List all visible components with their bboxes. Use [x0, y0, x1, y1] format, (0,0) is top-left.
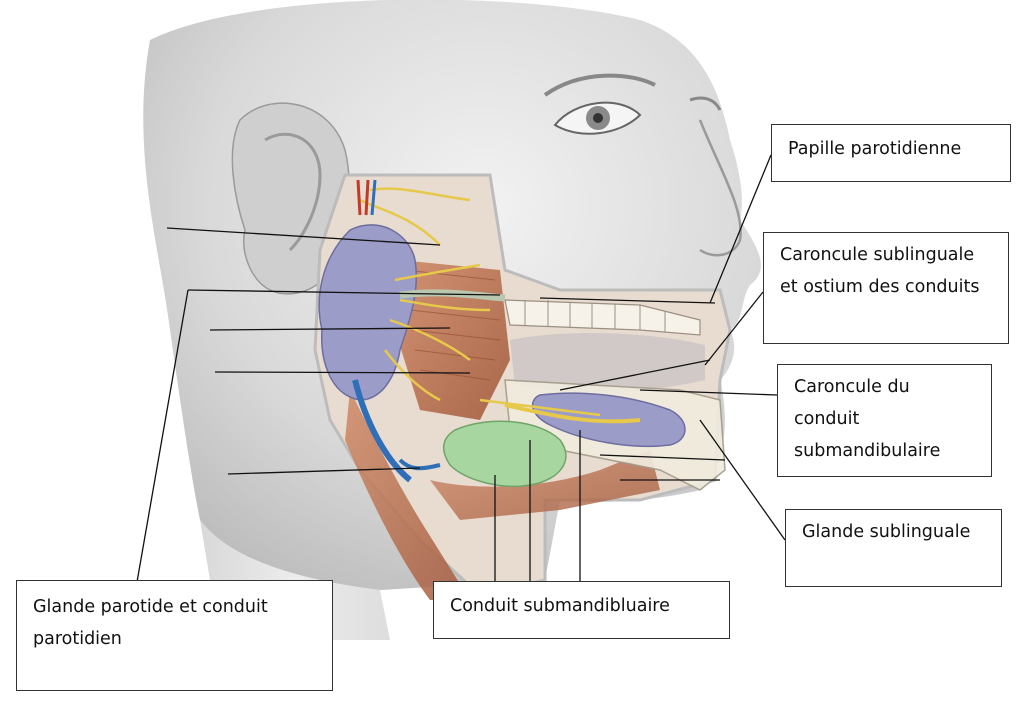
temporal-vessels — [356, 179, 370, 216]
label-papille-parotidienne: Papille parotidienne — [771, 124, 1011, 182]
temporal-vein — [370, 179, 377, 216]
label-glande-parotide: Glande parotide et conduit parotidien — [16, 580, 333, 691]
nose-illustration — [698, 119, 742, 257]
facial-nerve-branches — [359, 187, 601, 417]
jugular-vein — [352, 379, 412, 483]
submandibular-duct — [504, 403, 641, 424]
label-glande-parotide-text: Glande parotide et conduit parotidien — [33, 597, 268, 649]
eye-illustration — [543, 73, 722, 135]
label-conduit-submandibulaire-text: Conduit submandibluaire — [450, 596, 670, 616]
label-caroncule-conduit-text: Caroncule du conduit submandibulaire — [794, 377, 941, 461]
label-caroncule-sublinguale: Caroncule sublinguale et ostium des cond… — [763, 232, 1009, 344]
label-caroncule-conduit: Caroncule du conduit submandibulaire — [777, 364, 992, 477]
parotid-gland — [318, 224, 418, 401]
label-glande-sublinguale: Glande sublinguale — [785, 509, 1002, 587]
leader-lines — [136, 154, 786, 583]
label-papille-text: Papille parotidienne — [788, 139, 962, 159]
label-caroncule-sublinguale-text: Caroncule sublinguale et ostium des cond… — [780, 245, 980, 297]
label-conduit-submandibulaire: Conduit submandibluaire — [433, 581, 730, 639]
label-glande-sublinguale-text: Glande sublinguale — [802, 522, 971, 542]
